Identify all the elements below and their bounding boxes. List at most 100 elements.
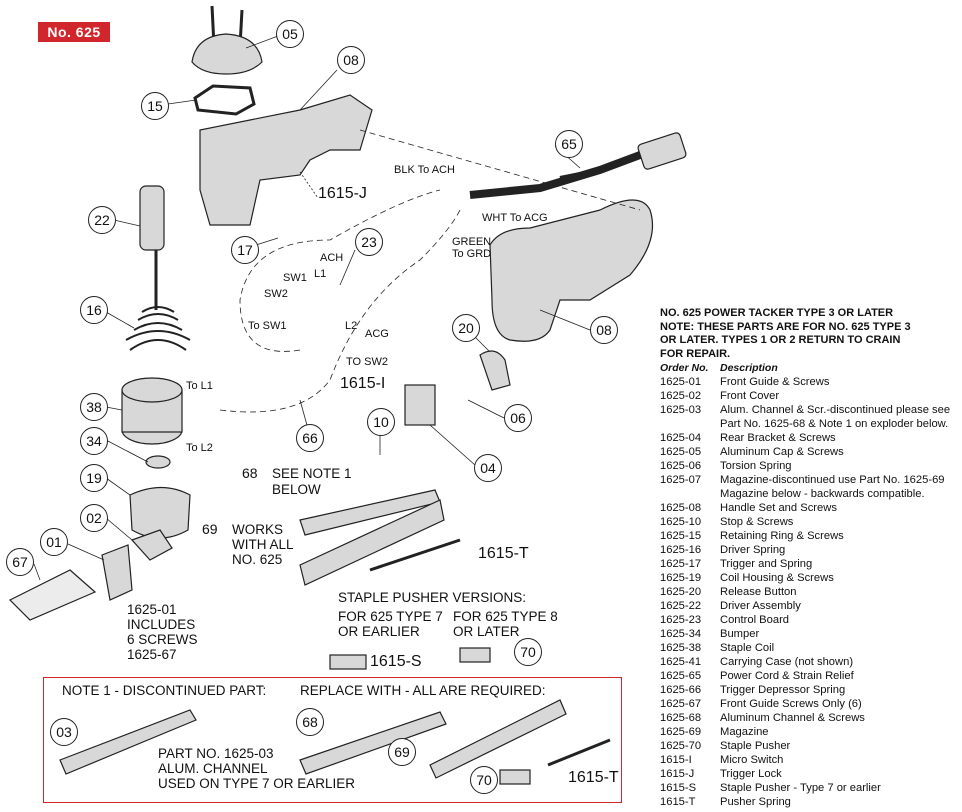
part-order-no: 1615-J — [660, 768, 695, 780]
part-description: Control Board — [720, 614, 790, 626]
pusher-type8-b: OR LATER — [453, 624, 520, 639]
label-green: GREEN — [452, 236, 492, 248]
parts-row: 1625-70 Staple Pusher — [660, 739, 960, 753]
part-description: Part No. 1625-68 & Note 1 on exploder be… — [720, 418, 949, 430]
part-description: Micro Switch — [720, 754, 784, 766]
callout-03: 03 — [50, 718, 78, 746]
label-1615-i: 1615-I — [340, 375, 386, 392]
label-wht: WHT To ACG — [482, 212, 548, 224]
part-order-no: 1625-65 — [660, 670, 702, 682]
part-order-no: 1625-05 — [660, 446, 702, 458]
label-see-note: SEE NOTE 1 — [272, 466, 352, 481]
callout-10: 10 — [367, 408, 395, 436]
parts-header-3: OR LATER. TYPES 1 OR 2 RETURN TO CRAIN — [660, 334, 901, 346]
part-description: Magazine below - backwards compatible. — [720, 488, 925, 500]
part-description: Carrying Case (not shown) — [720, 656, 854, 668]
label-includes-2: INCLUDES — [127, 617, 196, 632]
part-order-no: 1625-03 — [660, 404, 702, 416]
parts-row: 1625-67 Front Guide Screws Only (6) — [660, 697, 960, 711]
parts-header-4: FOR REPAIR. — [660, 347, 731, 360]
pusher-versions-title: STAPLE PUSHER VERSIONS: — [338, 590, 527, 605]
part-description: Driver Assembly — [720, 600, 801, 612]
note-1-box — [43, 677, 622, 803]
part-order-no: 1625-10 — [660, 516, 702, 528]
label-ach: ACH — [320, 252, 344, 264]
part-description: Magazine — [720, 726, 769, 738]
pusher-type8-a: FOR 625 TYPE 8 — [453, 609, 558, 624]
part-order-no: 1625-16 — [660, 544, 702, 556]
part-description: Torsion Spring — [720, 460, 792, 472]
part-order-no: 1615-S — [660, 782, 697, 794]
label-sw2: SW2 — [264, 288, 288, 300]
part-description: Alum. Channel & Scr.-discontinued please… — [720, 404, 951, 416]
part-order-no: 1615-I — [660, 754, 692, 766]
callout-34: 34 — [80, 427, 108, 455]
part-order-no: 1625-69 — [660, 726, 702, 738]
part-order-no: 1625-68 — [660, 712, 702, 724]
part-order-no: 1625-23 — [660, 614, 702, 626]
model-number-badge: No. 625 — [38, 22, 110, 42]
part-description: Pusher Spring — [720, 796, 791, 808]
part-order-no: 1625-38 — [660, 642, 702, 654]
parts-list: NO. 625 POWER TACKER TYPE 3 OR LATER NOT… — [660, 307, 960, 809]
part-description: Power Cord & Strain Relief — [720, 670, 854, 682]
part-order-no: 1625-08 — [660, 502, 702, 514]
label-1615-t: 1615-T — [478, 545, 529, 562]
col-description: Description — [720, 362, 778, 374]
replace-title: REPLACE WITH - ALL ARE REQUIRED: — [300, 683, 546, 698]
label-to-l2: To L2 — [186, 442, 213, 454]
part-description: Rear Bracket & Screws — [720, 432, 836, 444]
part-order-no: 1625-67 — [660, 698, 702, 710]
part-order-no — [660, 417, 720, 431]
parts-row: 1615-J Trigger Lock — [660, 767, 960, 781]
part-description: Trigger Lock — [720, 768, 782, 780]
part-description: Handle Set and Screws — [720, 502, 837, 514]
parts-row: 1615-I Micro Switch — [660, 753, 960, 767]
label-l1: L1 — [314, 268, 327, 280]
part-order-no: 1625-19 — [660, 572, 702, 584]
used-on-line: USED ON TYPE 7 OR EARLIER — [158, 776, 356, 791]
label-with-all: WITH ALL — [232, 537, 294, 552]
callout-06: 06 — [504, 404, 532, 432]
label-blk: BLK To ACH — [394, 164, 455, 176]
label-callout-68: 68 — [242, 465, 258, 481]
part-description: Staple Pusher — [720, 740, 791, 752]
label-includes-4: 1625-67 — [127, 647, 177, 662]
part-order-no: 1625-66 — [660, 684, 702, 696]
part-description: Front Guide & Screws — [720, 376, 830, 388]
label-works: WORKS — [232, 522, 284, 537]
label-1615-s: 1615-S — [370, 653, 422, 670]
callout-65: 65 — [555, 130, 583, 158]
callout-19: 19 — [80, 464, 108, 492]
note-1-title: NOTE 1 - DISCONTINUED PART: — [62, 683, 267, 698]
part-order-no: 1625-02 — [660, 390, 702, 402]
part-order-no: 1625-70 — [660, 740, 702, 752]
label-to-sw2: TO SW2 — [346, 356, 388, 368]
callout-05: 05 — [276, 20, 304, 48]
part-description: Front Guide Screws Only (6) — [720, 698, 862, 710]
label-includes-3: 6 SCREWS — [127, 632, 198, 647]
part-description: Coil Housing & Screws — [720, 572, 834, 584]
parts-row: 1625-23 Control Board — [660, 613, 960, 627]
callout-70-note: 70 — [470, 766, 498, 794]
label-acg: ACG — [365, 328, 389, 340]
callout-69: 69 — [388, 738, 416, 766]
parts-row: 1625-69 Magazine — [660, 725, 960, 739]
part-description: Trigger and Spring — [720, 558, 813, 570]
callout-01: 01 — [40, 528, 68, 556]
label-to-sw1: To SW1 — [248, 320, 287, 332]
label-1615-j: 1615-J — [318, 185, 367, 202]
